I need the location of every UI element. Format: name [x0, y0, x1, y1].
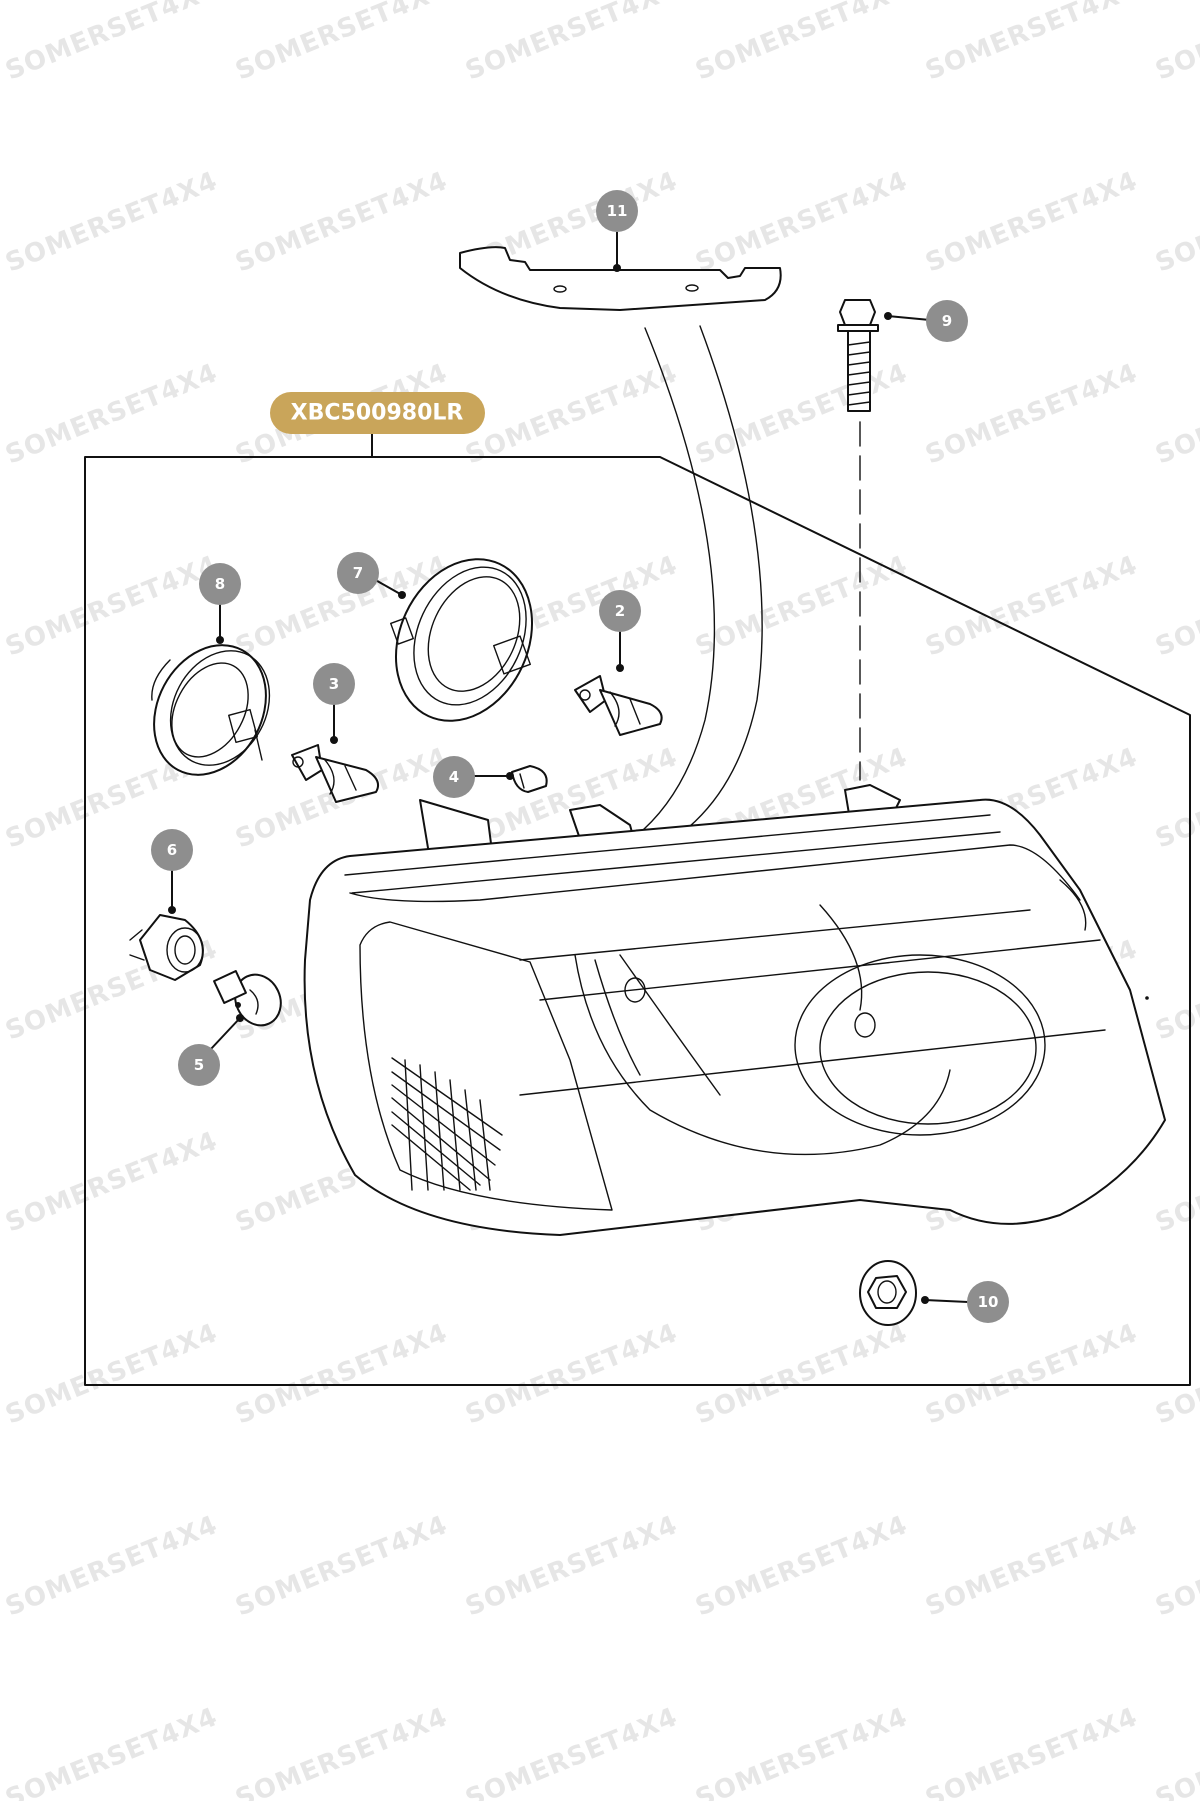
- watermark-text: SOMERSET4X4: [231, 166, 452, 278]
- watermark-text: SOMERSET4X4: [1, 1510, 222, 1622]
- callout-11-label: 11: [607, 202, 628, 220]
- headlamp-body: [303, 784, 1166, 1236]
- nut-10: [859, 1260, 917, 1326]
- watermark-text: SOMERSET4X4: [1151, 166, 1200, 278]
- watermark-text: SOMERSET4X4: [691, 1318, 912, 1430]
- watermark-text: SOMERSET4X4: [1151, 934, 1200, 1046]
- watermark-text: SOMERSET4X4: [921, 1702, 1142, 1801]
- watermark-text: SOMERSET4X4: [1, 166, 222, 278]
- callout-10-label: 10: [978, 1293, 999, 1311]
- callout-6[interactable]: 6: [151, 829, 193, 871]
- watermark-text: SOMERSET4X4: [1, 550, 222, 662]
- watermark-text: SOMERSET4X4: [691, 550, 912, 662]
- bulb-holder-6: [129, 914, 204, 981]
- bulb-4: [511, 765, 548, 793]
- part-number-text: XBC500980LR: [291, 401, 464, 426]
- watermark-text: SOMERSET4X4: [921, 358, 1142, 470]
- watermark-text: SOMERSET4X4: [461, 0, 682, 86]
- watermark-text: SOMERSET4X4: [1, 358, 222, 470]
- watermark-text: SOMERSET4X4: [1151, 550, 1200, 662]
- callout-8[interactable]: 8: [199, 563, 241, 605]
- callout-8-label: 8: [215, 575, 225, 593]
- callout-9-label: 9: [942, 312, 952, 330]
- watermark-text: SOMERSET4X4: [231, 0, 452, 86]
- watermark-text: SOMERSET4X4: [691, 358, 912, 470]
- callout-4[interactable]: 4: [433, 756, 475, 798]
- watermark-text: SOMERSET4X4: [1151, 1318, 1200, 1430]
- callout-10[interactable]: 10: [967, 1281, 1009, 1323]
- watermark-text: SOMERSET4X4: [691, 1702, 912, 1801]
- watermark-text: SOMERSET4X4: [1151, 1126, 1200, 1238]
- watermark-text: SOMERSET4X4: [461, 1318, 682, 1430]
- callout-2-label: 2: [615, 602, 625, 620]
- trim-strip-part: [459, 246, 782, 311]
- bolt-part: [837, 299, 879, 781]
- bulb-5: [213, 970, 282, 1027]
- watermark-text: SOMERSET4X4: [1, 1702, 222, 1801]
- watermark-text: SOMERSET4X4: [1, 1126, 222, 1238]
- watermark-text: SOMERSET4X4: [461, 1510, 682, 1622]
- watermark-text: SOMERSET4X4: [691, 1510, 912, 1622]
- watermark-text: SOMERSET4X4: [1151, 0, 1200, 86]
- callout-3[interactable]: 3: [313, 663, 355, 705]
- watermark-text: SOMERSET4X4: [921, 1510, 1142, 1622]
- callout-3-label: 3: [329, 675, 339, 693]
- watermark-text: SOMERSET4X4: [231, 1702, 452, 1801]
- lamp-ring-8: [151, 644, 271, 776]
- assembly-boundary: [84, 456, 1191, 1386]
- watermark-text: SOMERSET4X4: [921, 1318, 1142, 1430]
- bulb-3: [291, 744, 379, 803]
- lamp-ring-7: [390, 558, 534, 722]
- callout-6-label: 6: [167, 841, 177, 859]
- callout-2[interactable]: 2: [599, 590, 641, 632]
- watermark-text: SOMERSET4X4: [1151, 358, 1200, 470]
- watermark-text: SOMERSET4X4: [1151, 1510, 1200, 1622]
- watermark-text: SOMERSET4X4: [1, 0, 222, 86]
- callout-layer: 11 9 8 7 2: [151, 190, 1009, 1323]
- watermark-text: SOMERSET4X4: [921, 0, 1142, 86]
- watermark-text: SOMERSET4X4: [1151, 742, 1200, 854]
- watermark-text: SOMERSET4X4: [691, 0, 912, 86]
- watermark-text: SOMERSET4X4: [1, 1318, 222, 1430]
- callout-5[interactable]: 5: [178, 1044, 220, 1086]
- watermark-text: SOMERSET4X4: [461, 358, 682, 470]
- callout-9[interactable]: 9: [926, 300, 968, 342]
- callout-11[interactable]: 11: [596, 190, 638, 232]
- watermark-text: SOMERSET4X4: [921, 166, 1142, 278]
- watermark-text: SOMERSET4X4: [231, 1510, 452, 1622]
- part-number-badge[interactable]: XBC500980LR: [270, 392, 485, 434]
- watermark-text: SOMERSET4X4: [691, 166, 912, 278]
- watermark-text: SOMERSET4X4: [461, 1702, 682, 1801]
- callout-5-label: 5: [194, 1056, 204, 1074]
- watermark-text: SOMERSET4X4: [1151, 1702, 1200, 1801]
- watermark-text: SOMERSET4X4: [231, 1318, 452, 1430]
- watermark-text: SOMERSET4X4: [921, 550, 1142, 662]
- callout-7-label: 7: [353, 564, 363, 582]
- callout-7[interactable]: 7: [337, 552, 379, 594]
- callout-4-label: 4: [449, 768, 459, 786]
- bulb-2: [574, 675, 663, 736]
